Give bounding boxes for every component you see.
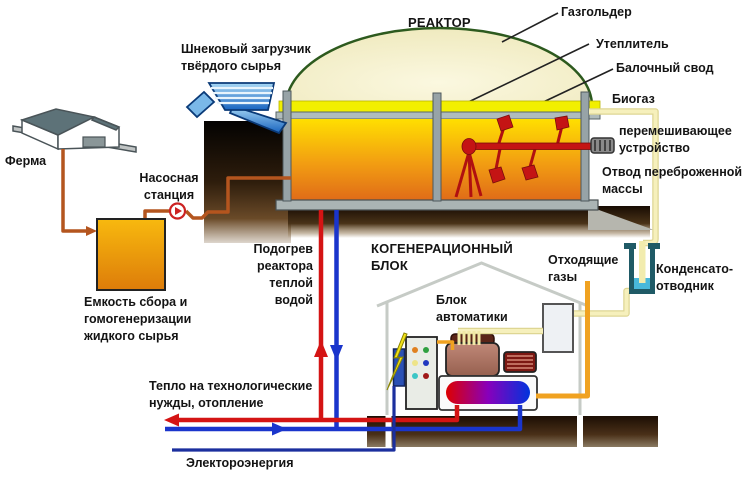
reactor-underground (204, 121, 654, 243)
trap-inner-tube (639, 241, 646, 283)
return-flow-arrow (272, 422, 287, 436)
gas-injector-comb (457, 331, 481, 345)
label-farm: Ферма (5, 154, 47, 168)
label-digestate-outlet: Отвод переброженной массы (602, 165, 743, 196)
condensate-trap (624, 241, 660, 294)
mixing-device (454, 114, 615, 198)
collection-tank (96, 218, 166, 291)
mixer-handle (590, 137, 615, 154)
condensate-liquid (634, 278, 650, 289)
reactor-dome-gasholder (284, 26, 594, 107)
label-beam-vault: Балочный свод (616, 61, 714, 75)
water-and-power-lines (164, 210, 523, 452)
radiator (503, 351, 537, 373)
screw-loader (185, 82, 288, 135)
substrate-pipes (61, 149, 291, 236)
reactor-substrate-left (291, 119, 433, 200)
label-mixer: перемешивающее устройство (619, 124, 732, 155)
label-insulation: Утеплитель (596, 37, 669, 51)
cogeneration-equipment (386, 303, 574, 411)
label-reactor-heating: Подогрев реактора теплой водой (253, 242, 313, 307)
lightning-bolt-icon (386, 332, 408, 391)
label-automation-unit: Блок автоматики (436, 293, 508, 324)
farm-building (12, 108, 137, 153)
label-collection-tank: Емкость сбора и гомогенеризации жидкого … (84, 295, 192, 343)
label-heat-supply: Тепло на технологические нужды, отоплени… (149, 379, 313, 410)
label-cogeneration-unit: КОГЕНЕРАЦИОННЫЙ БЛОК (371, 241, 513, 273)
reactor-substrate-right (441, 119, 581, 200)
hot-water-main (176, 405, 460, 423)
label-gasholder: Газгольдер (561, 5, 632, 19)
heat-exchanger-core (446, 381, 530, 404)
label-condensate-trap: Конденсато- отводник (656, 262, 734, 293)
label-biogas: Биогаз (612, 92, 655, 106)
pump-station-icon (168, 202, 187, 220)
heat-out-arrow (164, 413, 179, 427)
cold-down-arrow (330, 345, 343, 361)
substrate-arrow (86, 226, 97, 236)
reactor-body (275, 90, 601, 211)
label-pump-station: Насосная станция (139, 171, 199, 202)
label-reactor: РЕАКТОР (408, 15, 471, 30)
gas-treatment-box (542, 303, 574, 353)
label-exhaust-gases: Отходящие газы (548, 253, 619, 284)
biogas-pipes (457, 108, 659, 345)
label-screw-loader: Шнековый загрузчик твёрдого сырья (181, 42, 311, 73)
hot-up-arrow (314, 340, 328, 357)
ground-wedge (588, 206, 654, 230)
label-electricity: Электороэнергия (186, 456, 294, 470)
automation-panel (405, 336, 438, 410)
farm-door (82, 136, 106, 148)
electricity-line (172, 386, 396, 452)
panel-indicator-lights (412, 347, 429, 379)
exhaust-pipes (437, 281, 590, 399)
